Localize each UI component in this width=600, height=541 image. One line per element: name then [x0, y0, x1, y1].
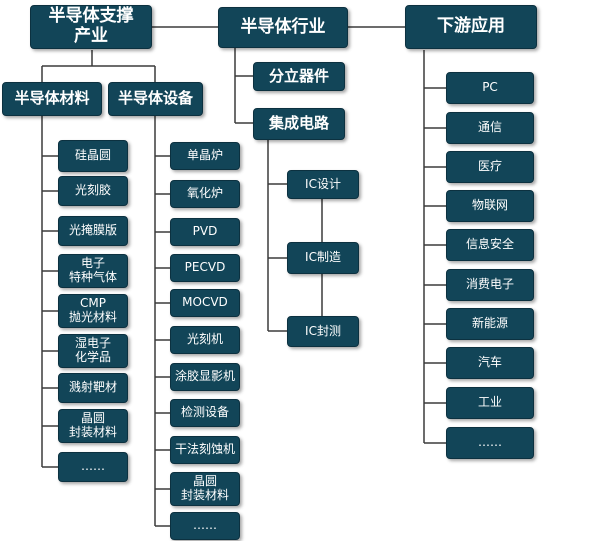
- material-item: 光刻胶: [58, 176, 128, 206]
- material-item: 晶圆 封装材料: [58, 409, 128, 443]
- downstream-item: 汽车: [446, 347, 534, 379]
- semiconductor-industry-box: 半导体行业: [218, 7, 348, 48]
- equipment-item: PVD: [170, 218, 240, 246]
- equipment-item: 检测设备: [170, 399, 240, 427]
- ic-item: IC设计: [287, 170, 359, 199]
- downstream-application-box: 下游应用: [405, 5, 537, 49]
- discrete-devices-box: 分立器件: [253, 62, 345, 91]
- downstream-item: 消费电子: [446, 269, 534, 301]
- integrated-circuit-box: 集成电路: [253, 108, 345, 140]
- downstream-item: 医疗: [446, 151, 534, 183]
- equipment-item: 单晶炉: [170, 142, 240, 170]
- materials-box: 半导体材料: [2, 82, 102, 116]
- equipment-item: 晶圆 封装材料: [170, 472, 240, 506]
- ic-item: IC制造: [287, 242, 359, 274]
- material-item: ……: [58, 452, 128, 482]
- downstream-item: 物联网: [446, 190, 534, 222]
- material-item: 硅晶圆: [58, 140, 128, 172]
- equipment-item: MOCVD: [170, 289, 240, 317]
- downstream-item: 信息安全: [446, 229, 534, 261]
- equipment-item: 氧化炉: [170, 180, 240, 208]
- equipment-item: ……: [170, 512, 240, 540]
- equipment-item: 光刻机: [170, 326, 240, 354]
- material-item: 光掩膜版: [58, 216, 128, 246]
- support-industry-box: 半导体支撑 产业: [30, 5, 152, 49]
- equipment-item: 干法刻蚀机: [170, 436, 240, 464]
- equipment-box: 半导体设备: [108, 82, 203, 116]
- material-item: 湿电子 化学品: [58, 334, 128, 368]
- ic-item: IC封测: [287, 316, 359, 347]
- equipment-item: PECVD: [170, 254, 240, 282]
- material-item: 电子 特种气体: [58, 254, 128, 288]
- downstream-item: PC: [446, 72, 534, 104]
- material-item: CMP 抛光材料: [58, 294, 128, 328]
- downstream-item: 通信: [446, 112, 534, 144]
- downstream-item: ……: [446, 427, 534, 459]
- downstream-item: 工业: [446, 387, 534, 419]
- downstream-item: 新能源: [446, 308, 534, 340]
- equipment-item: 涂胶显影机: [170, 363, 240, 391]
- material-item: 溅射靶材: [58, 373, 128, 403]
